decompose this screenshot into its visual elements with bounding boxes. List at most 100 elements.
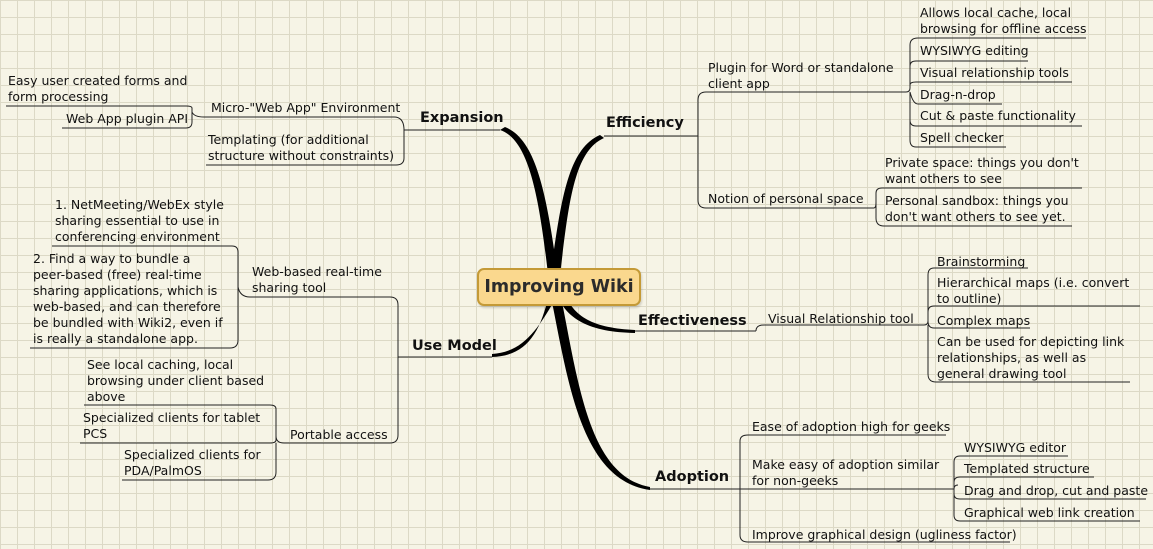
curve-efficiency bbox=[548, 135, 604, 292]
line-portable-split bbox=[275, 435, 285, 444]
topic-graphical-web-link[interactable]: Graphical web link creation bbox=[964, 505, 1135, 520]
topic-line: Make easy of adoption similar bbox=[752, 457, 940, 472]
branch-effectiveness[interactable]: Effectiveness bbox=[638, 313, 747, 329]
line-use-web-sharing bbox=[250, 296, 399, 357]
line-local-cache bbox=[909, 37, 1086, 88]
topic-tablet-clients[interactable]: Specialized clients for tablet PCS bbox=[83, 410, 260, 442]
line-hierarchical bbox=[927, 305, 1140, 321]
topic-line: PCS bbox=[83, 426, 108, 441]
topic-line: browsing under client based bbox=[87, 373, 265, 388]
line-wysiwyg bbox=[909, 60, 1028, 88]
line-graphical-link bbox=[953, 489, 1140, 522]
topic-portable-access[interactable]: Portable access bbox=[290, 427, 388, 442]
topic-web-app-plugin-api[interactable]: Web App plugin API bbox=[66, 111, 189, 126]
topic-line: Specialized clients for bbox=[124, 447, 261, 462]
topic-templating[interactable]: Templating (for additional structure wit… bbox=[208, 132, 394, 164]
topic-spell-checker[interactable]: Spell checker bbox=[920, 130, 1004, 145]
topic-templated-structure[interactable]: Templated structure bbox=[964, 461, 1090, 476]
topic-visual-relationship-tools[interactable]: Visual relationship tools bbox=[920, 65, 1069, 80]
central-topic[interactable]: Improving Wiki bbox=[477, 268, 641, 306]
line-visual-split bbox=[923, 320, 929, 326]
line-eff-personal bbox=[697, 136, 874, 209]
topic-line: be bundled with Wiki2, even if bbox=[33, 315, 223, 330]
line-ado-geeks bbox=[739, 434, 946, 489]
line-pda bbox=[122, 443, 277, 481]
topic-line: sharing essential to use in bbox=[55, 213, 220, 228]
topic-micro-web-app[interactable]: Micro-"Web App" Environment bbox=[211, 100, 401, 115]
topic-wysiwyg-editing[interactable]: WYSIWYG editing bbox=[920, 43, 1029, 58]
topic-ease-geeks[interactable]: Ease of adoption high for geeks bbox=[752, 419, 951, 434]
line-plugin-api bbox=[62, 112, 193, 129]
topic-line: Allows local cache, local bbox=[920, 5, 1072, 20]
topic-netmeeting[interactable]: 1. NetMeeting/WebEx style sharing essent… bbox=[55, 197, 224, 245]
topic-drag-n-drop[interactable]: Drag-n-drop bbox=[920, 87, 996, 102]
topic-line: sharing tool bbox=[252, 280, 327, 295]
line-expansion-micro bbox=[204, 116, 405, 131]
line-local-caching bbox=[84, 404, 277, 436]
topic-bundle-peer[interactable]: 2. Find a way to bundle a peer-based (fr… bbox=[33, 251, 223, 347]
branch-expansion[interactable]: Expansion bbox=[420, 110, 504, 126]
line-forms bbox=[6, 105, 193, 112]
line-tablet bbox=[80, 436, 277, 444]
line-drag bbox=[909, 91, 1002, 105]
topic-line: don't want others to see yet. bbox=[885, 209, 1066, 224]
topic-line: 1. NetMeeting/WebEx style bbox=[55, 197, 224, 212]
topic-line: Private space: things you don't bbox=[885, 155, 1079, 170]
topic-plugin-word[interactable]: Plugin for Word or standalone client app bbox=[708, 60, 894, 92]
line-bundle bbox=[30, 287, 239, 349]
topic-line: structure without constraints) bbox=[208, 148, 395, 163]
topic-personal-sandbox[interactable]: Personal sandbox: things you don't want … bbox=[885, 193, 1069, 225]
topic-local-cache[interactable]: Allows local cache, local browsing for o… bbox=[920, 5, 1087, 37]
topic-easy-forms[interactable]: Easy user created forms and form process… bbox=[8, 73, 187, 105]
topic-hierarchical-maps[interactable]: Hierarchical maps (i.e. convert to outli… bbox=[937, 275, 1129, 307]
topic-complex-maps[interactable]: Complex maps bbox=[937, 313, 1031, 328]
topic-line: Specialized clients for tablet bbox=[83, 410, 261, 425]
topic-web-sharing-tool[interactable]: Web-based real-time sharing tool bbox=[252, 264, 382, 296]
sub-branch-lines bbox=[6, 37, 1146, 543]
line-complex bbox=[927, 320, 1030, 329]
topic-visual-relationship-tool[interactable]: Visual Relationship tool bbox=[768, 311, 914, 326]
topic-line: Can be used for depicting link bbox=[937, 334, 1125, 349]
topic-line: to outline) bbox=[937, 291, 1002, 306]
topic-non-geeks[interactable]: Make easy of adoption similar for non-ge… bbox=[752, 457, 939, 489]
topic-line: want others to see bbox=[885, 171, 1002, 186]
line-spell bbox=[909, 92, 1006, 148]
topic-line: for non-geeks bbox=[752, 473, 839, 488]
topic-line: is really a standalone app. bbox=[33, 331, 198, 346]
line-sandbox bbox=[875, 202, 1072, 227]
topic-line: Templating (for additional bbox=[208, 132, 369, 147]
topic-line: 2. Find a way to bundle a bbox=[33, 251, 191, 266]
branch-adoption[interactable]: Adoption bbox=[655, 469, 730, 485]
topic-cut-paste[interactable]: Cut & paste functionality bbox=[920, 108, 1076, 123]
topic-line: Easy user created forms and bbox=[8, 73, 188, 88]
line-use-portable bbox=[284, 357, 399, 444]
line-ado-design bbox=[739, 489, 1010, 543]
curve-adoption bbox=[550, 292, 650, 490]
topic-line: browsing for offline access bbox=[920, 21, 1087, 36]
line-templated bbox=[953, 476, 1094, 489]
branch-efficiency[interactable]: Efficiency bbox=[606, 115, 684, 131]
topic-pda-clients[interactable]: Specialized clients for PDA/PalmOS bbox=[124, 447, 261, 479]
line-eff-visual bbox=[755, 324, 924, 332]
line-link-rel bbox=[927, 325, 1130, 383]
topic-private-space[interactable]: Private space: things you don't want oth… bbox=[885, 155, 1079, 187]
line-expansion-templating bbox=[206, 130, 405, 166]
topic-graphical-design[interactable]: Improve graphical design (ugliness facto… bbox=[752, 527, 1017, 542]
line-visual-tools bbox=[909, 81, 1072, 88]
line-brainstorming bbox=[927, 267, 1028, 321]
topic-link-relationships[interactable]: Can be used for depicting link relations… bbox=[937, 334, 1124, 382]
topic-line: Web-based real-time bbox=[252, 264, 382, 279]
topic-wysiwyg-editor[interactable]: WYSIWYG editor bbox=[964, 440, 1067, 455]
topic-personal-space[interactable]: Notion of personal space bbox=[708, 191, 864, 206]
topic-line: sharing applications, which is bbox=[33, 283, 218, 298]
topic-line: above bbox=[87, 389, 126, 404]
topic-drag-drop-cut-paste[interactable]: Drag and drop, cut and paste bbox=[964, 483, 1149, 498]
topic-line: See local caching, local bbox=[87, 357, 234, 372]
topic-brainstorming[interactable]: Brainstorming bbox=[937, 254, 1026, 269]
topic-line: Personal sandbox: things you bbox=[885, 193, 1069, 208]
topic-line: conferencing environment bbox=[55, 229, 220, 244]
line-eff-plugin bbox=[697, 91, 906, 136]
topic-local-caching[interactable]: See local caching, local browsing under … bbox=[87, 357, 264, 405]
branch-use-model[interactable]: Use Model bbox=[412, 338, 497, 354]
